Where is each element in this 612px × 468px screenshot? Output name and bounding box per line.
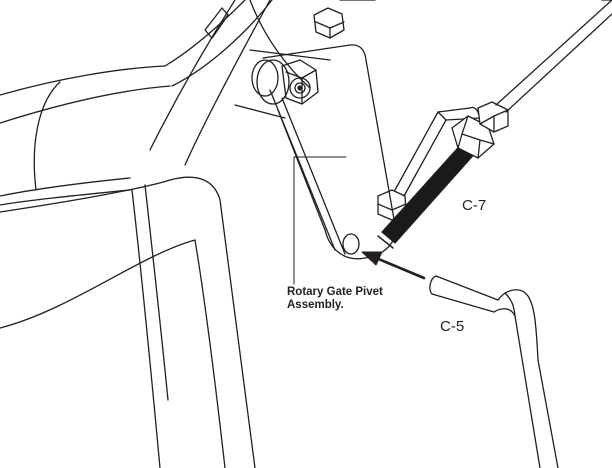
pivot-assembly-label-line1: Rotary Gate Pivet [287,286,383,298]
pivot-leader-line [293,156,347,285]
bracket-tube [234,0,376,119]
top-hex-nut [313,7,345,39]
pivot-bolt-stack [251,59,319,105]
threaded-rod [377,139,479,249]
pivot-assembly-label: Rotary Gate Pivet Assembly. [287,286,383,312]
insertion-arrow [361,251,426,280]
front-curved-tube [0,176,256,468]
part-callout-c7: C-7 [462,197,487,214]
pivot-plate [262,44,397,260]
long-rod [495,0,612,113]
curved-frame-tube [0,0,273,206]
l-pin [429,275,559,468]
adjusting-nuts [451,101,509,159]
part-callout-c5: C-5 [440,318,465,335]
pivot-assembly-label-line2: Assembly. [287,299,344,311]
